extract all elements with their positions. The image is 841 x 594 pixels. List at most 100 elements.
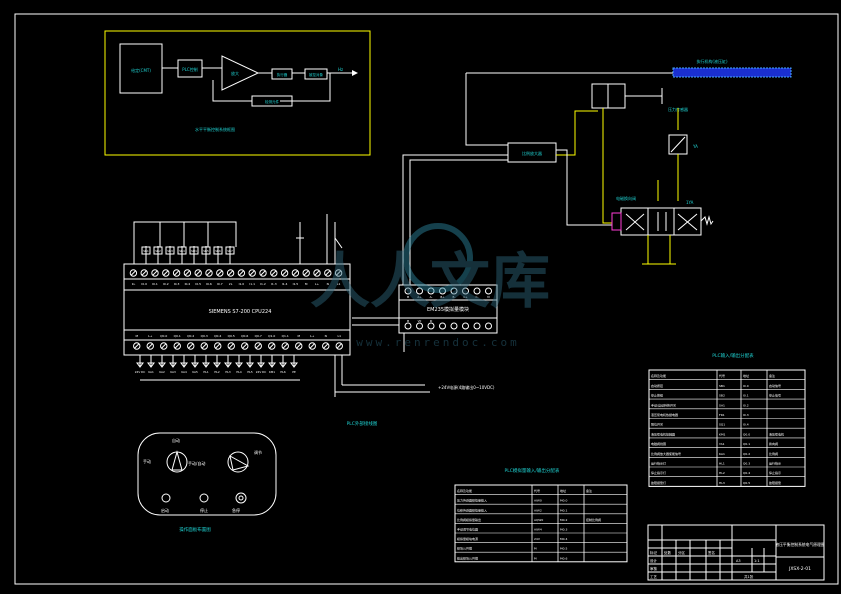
plc-bottom-terminal [227,342,235,350]
em235-bottom-terminal [416,322,423,330]
tb-code: JXSX-2-01 [788,566,811,572]
output-device-label: KA3 [170,370,176,374]
plc-block-label: PLC控制 [182,66,197,72]
plc-top-terminal [183,269,192,277]
plc-bottom-terminal-label: M [297,334,300,338]
output-device-label: HL5 [247,370,253,374]
tb-scale: 1:1 [754,559,760,563]
valve-left-label: 电磁换向阀 [616,195,636,201]
plc-bottom-terminal-label: L+ [310,334,315,338]
em235-top-terminal [427,287,435,295]
em235-bottom-terminal-label: V0 [418,319,422,323]
stop-lamp [199,493,209,503]
operator-panel: 自动 手动 手动/自动 调节 启动 停止 急停 操作面板布置图 [137,432,277,533]
em235-top-terminal-label: C+ [463,295,468,299]
table-cell: M0.5 [560,547,567,551]
em235-top-terminal-label: M [487,295,490,299]
knob2-label: 调节 [254,449,262,455]
plc-bottom-terminal [133,342,141,350]
table-cell: AIW0 [534,499,542,503]
table-cell: SA1 [719,403,725,407]
table-cell: M0.2 [560,518,567,522]
em235-top-terminal-label: B+ [440,295,445,299]
plc-bottom-terminal [335,342,343,350]
plc-top-terminal-label: I0.3 [174,282,180,286]
output-device-label: KA2 [159,370,165,374]
table-cell: 液压泵电机热继电器 [651,412,678,417]
table-cell: HL3 [719,481,725,485]
table-cell: 故障报警 [769,480,781,485]
plc-top-terminal-label: M [305,282,308,286]
lamp2-label: 停止 [200,507,208,513]
table-cell: M0.4 [560,537,567,541]
plc-bottom-terminal-label: Q0.3 [201,334,208,338]
plc-bottom-terminal-label: Q1.1 [282,334,289,338]
em235-top-terminal [485,287,492,295]
power-label: +24V电源(4路输出0~10VDC) [438,384,495,390]
input-switch-box [141,246,151,255]
table-cell: Q0.3 [743,462,750,466]
em235-bottom-terminal [427,322,435,330]
table-cell: 模块公共端 [457,546,472,551]
block-diagram: 给定(CMT) PLC控制 放大 执行器 被控对象 Hz 检测元件 水平平衡控制… [104,30,371,156]
em235-top-terminal-label: A- [430,295,433,299]
tb-h1: 标记 [650,550,658,555]
output-label: Hz [338,67,343,72]
output-device-label: KA5 [192,370,198,374]
table-cell: 比例阀放大器使能信号 [651,451,681,456]
table-cell: 启动信号 [769,383,781,388]
table-cell: 停止信号 [769,393,781,398]
em235-top-terminal-label: C- [476,295,479,299]
input-switch-box [165,246,175,255]
plc-top-terminal-label: I0.1 [152,282,158,286]
plc-bottom-terminal-label: Q0.0 [160,334,167,338]
plc-bottom-terminal [160,342,168,350]
output-device-label: HL1 [203,370,209,374]
block-diagram-title: 水平平衡控制系统框图 [195,126,235,132]
plc-top-terminal [194,269,202,277]
table-cell: Q0.2 [743,452,750,456]
title-block: 标记 处数 分区 签名 设计 审核 工艺 A3 1:1 共1张 液压平衡控制系统… [647,524,825,581]
table-cell: M [534,547,537,551]
plc-top-terminal [313,269,321,277]
em235-bottom-terminal [473,322,481,330]
table-cell: SB1 [719,384,725,388]
directional-valve [620,207,702,236]
table-cell: M [534,556,537,560]
table-cell: 停止指示 [769,470,781,475]
plc-top-terminal [216,269,224,277]
input-switch-box [201,246,211,255]
em235-top-terminal [450,287,458,295]
em235-top-terminal-label: B- [453,295,456,299]
watermark: 人人文库 www.renrendoc.com [310,223,550,349]
plc-bottom-terminal [214,342,222,350]
table-cell: AQW0 [534,518,543,522]
table-cell: 位移传感器模拟量输入 [457,507,487,512]
tb-name: 液压平衡控制系统电气原理图 [775,542,825,547]
table-header-cell: 地址 [560,488,566,493]
output-device-label: KA4 [181,370,187,374]
plc-bottom-terminal-label: Q0.5 [228,334,235,338]
input-switch-label: SB6 [215,249,221,253]
table-cell: 输出模块公共端 [457,555,478,560]
plc-top-terminal [270,269,278,277]
plc-bottom-terminal-label: Q0.6 [241,334,248,338]
em235-bottom-terminal [485,322,492,330]
plc-bottom-terminal-label: Q1.0 [268,334,275,338]
plc-top-terminal [162,269,170,277]
em235-bottom-terminal [404,322,412,330]
plc-top-terminal [129,269,138,277]
table-cell: Q0.1 [743,442,750,446]
table-cell: AIW4 [534,528,542,532]
plc-top-terminal [205,269,213,277]
plc-top-terminal [140,269,148,277]
em235-top-terminal-label: M [407,295,410,299]
table-mid-title: PLC模拟量输入/输出分配表 [505,467,560,474]
start-lamp [161,493,171,503]
table-cell: 故障报警灯 [651,480,666,485]
em235-top-terminal-label: A+ [417,295,422,299]
em235-top-terminal [439,287,446,295]
